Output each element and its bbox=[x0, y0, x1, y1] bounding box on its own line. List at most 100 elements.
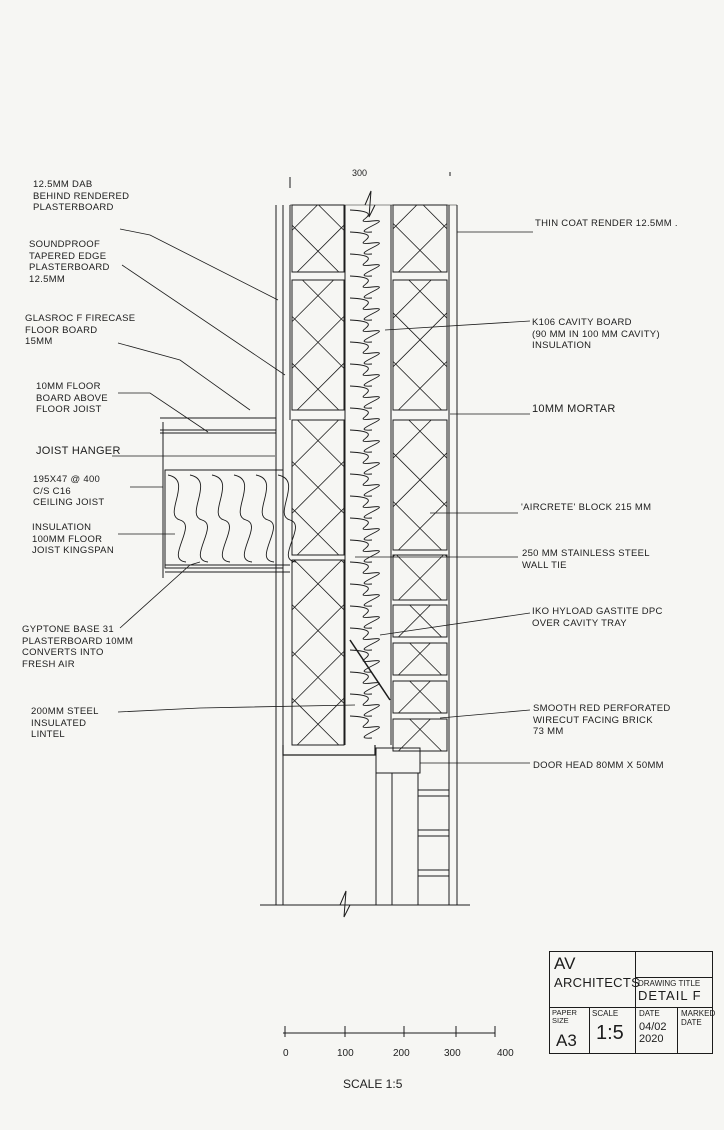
label-line: 12.5mm DAB bbox=[33, 179, 93, 190]
leader-line bbox=[119, 228, 279, 301]
label-line: CEILING JOIST bbox=[33, 497, 105, 508]
hatch-line bbox=[398, 718, 431, 752]
label-line: WALL TIE bbox=[522, 559, 567, 571]
label-line: 73 mm bbox=[533, 726, 564, 737]
hatch-line bbox=[408, 279, 448, 319]
break-symbol bbox=[364, 190, 376, 218]
hatch-line bbox=[422, 204, 448, 230]
hatch-line bbox=[291, 507, 340, 556]
hatch-line bbox=[409, 642, 442, 676]
leader-line bbox=[384, 320, 531, 331]
paper-size-label: PAPER SIZE bbox=[552, 1008, 577, 1025]
hatch-line bbox=[296, 224, 345, 273]
label-mortar: 10mm MORTAR bbox=[532, 403, 616, 416]
scale-caption: SCALE 1:5 bbox=[343, 1077, 403, 1091]
label-line: IKO HYLOAD GASTITE DPC bbox=[532, 606, 663, 617]
label-line: 195x47 @ 400 bbox=[33, 474, 101, 485]
scale-tick-200: 200 bbox=[393, 1048, 410, 1059]
hatch-line bbox=[296, 362, 345, 411]
label-line: OVER CAVITY TRAY bbox=[532, 617, 627, 629]
label-line: INSULATED bbox=[31, 717, 87, 729]
leader-line bbox=[118, 392, 209, 433]
hatch-line bbox=[408, 419, 448, 459]
facing-brick bbox=[392, 680, 448, 714]
label-line: WIRECUT FACING BRICK bbox=[533, 714, 653, 726]
hatch-line bbox=[291, 461, 345, 514]
outer-block bbox=[392, 204, 448, 273]
label-line: BOARD ABOVE bbox=[36, 392, 108, 404]
hatch-line bbox=[392, 554, 396, 558]
label-cavity-board: K106 CAVITY BOARD(90 mm IN 100 mm CAVITY… bbox=[532, 317, 660, 352]
label-line: 250 mm STAINLESS STEEL bbox=[522, 548, 650, 559]
label-line: THIN COAT RENDER 12.5mm . bbox=[535, 218, 678, 229]
hatch-line bbox=[392, 223, 442, 273]
title-block: AV ARCHITECTS DRAWING TITLE DETAIL F PAP… bbox=[549, 951, 716, 1054]
hatch-line bbox=[392, 279, 432, 319]
label-line: CONVERTS INTO bbox=[22, 647, 104, 658]
hatch-line bbox=[296, 507, 345, 556]
break-symbol bbox=[339, 890, 351, 918]
leader-line bbox=[121, 264, 286, 376]
hatch-line bbox=[392, 204, 418, 230]
hatch-line bbox=[291, 419, 339, 467]
hatch-line bbox=[291, 224, 340, 273]
label-line: 15mm bbox=[25, 336, 53, 347]
marked-date-label: MARKED DATE bbox=[681, 1009, 716, 1027]
label-line: 12.5mm bbox=[29, 273, 66, 285]
hatch-line bbox=[291, 204, 318, 231]
company-name-line1: AV bbox=[554, 954, 576, 973]
label-line: FLOOR BOARD bbox=[25, 324, 98, 336]
hatch-line bbox=[392, 452, 448, 508]
hatch-line bbox=[291, 279, 334, 322]
scale-label: SCALE bbox=[592, 1009, 619, 1018]
label-line: 100mm FLOOR bbox=[32, 533, 103, 545]
label-line: 200mm STEEL bbox=[31, 706, 99, 717]
label-line: DOOR HEAD 80mm x 50mm bbox=[533, 760, 664, 771]
label-joist-hanger: JOIST HANGER bbox=[36, 445, 121, 458]
hatch-line bbox=[392, 419, 432, 459]
scale-value: 1:5 bbox=[596, 1022, 624, 1044]
hatch-line bbox=[396, 554, 442, 601]
label-line: PLASTERBOARD 10mm bbox=[22, 635, 134, 647]
hatch-line bbox=[398, 501, 448, 551]
facing-brick bbox=[392, 718, 448, 752]
label-line: (90 mm IN 100 mm CAVITY) bbox=[532, 328, 660, 340]
steel-lintel bbox=[282, 745, 376, 756]
hatch-line bbox=[297, 419, 345, 467]
leader-line bbox=[439, 709, 531, 719]
scale-tick-100: 100 bbox=[337, 1048, 354, 1059]
label-line: K106 CAVITY BOARD bbox=[532, 317, 632, 328]
hatch-line bbox=[293, 559, 345, 611]
label-line: FRESH AIR bbox=[22, 658, 75, 670]
hatch-line bbox=[398, 554, 444, 601]
label-door-head: DOOR HEAD 80mm x 50mm bbox=[533, 760, 664, 772]
label-line: JOIST KINGSPAN bbox=[32, 545, 114, 556]
floor-insulation bbox=[167, 474, 297, 563]
hatch-line bbox=[409, 680, 442, 714]
date-label: DATE bbox=[639, 1009, 660, 1018]
scale-tick-0: 0 bbox=[283, 1048, 289, 1059]
date-line1: 04/02 bbox=[639, 1021, 667, 1033]
hatch-line bbox=[302, 279, 345, 322]
facing-brick bbox=[392, 642, 448, 676]
dimension-300: 300 bbox=[352, 168, 368, 178]
label-line: INSULATION bbox=[32, 522, 92, 533]
hatch-line bbox=[318, 204, 345, 231]
hatch-line bbox=[409, 718, 442, 752]
paper-size: A3 bbox=[556, 1031, 577, 1050]
drawing-title-label: DRAWING TITLE bbox=[638, 979, 701, 988]
hatch-line bbox=[291, 362, 340, 411]
aircrete-block bbox=[291, 279, 345, 411]
cavity-insulation bbox=[349, 209, 380, 739]
hatch-line bbox=[398, 642, 431, 676]
hatch-line bbox=[398, 361, 448, 411]
label-render: THIN COAT RENDER 12.5mm . bbox=[535, 218, 678, 230]
company-name-line2: ARCHITECTS bbox=[554, 975, 641, 990]
